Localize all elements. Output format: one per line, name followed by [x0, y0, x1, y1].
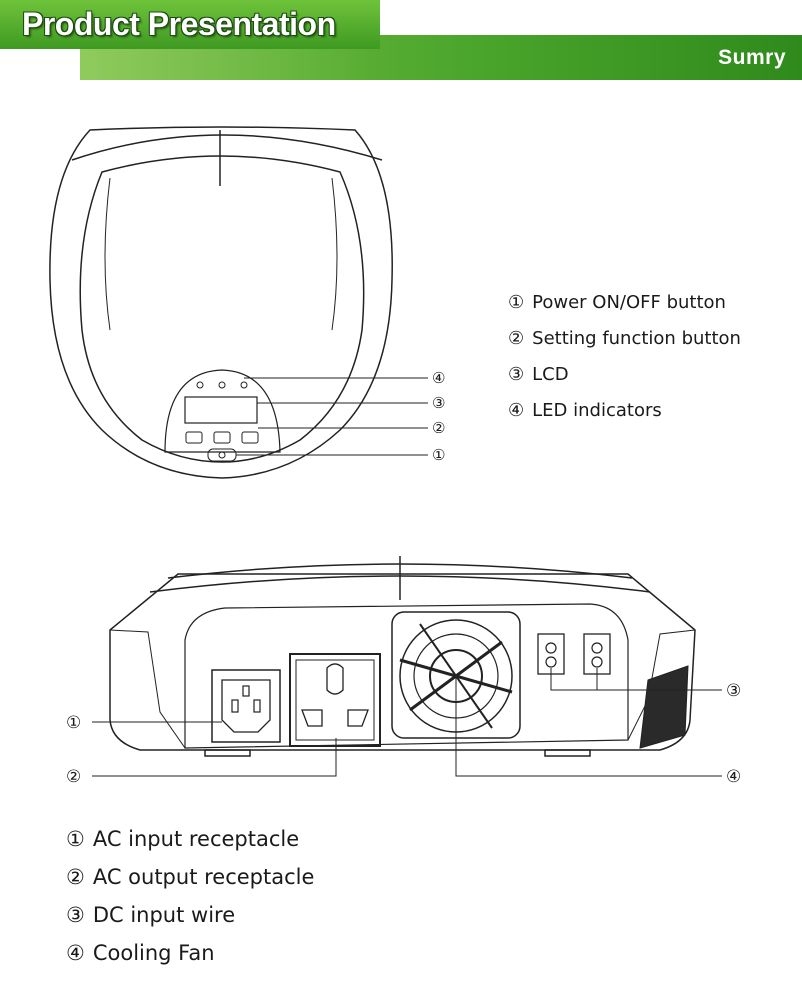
- header-banner: Product Presentation Sumry: [0, 0, 802, 80]
- top-callout-3: ③: [432, 394, 445, 412]
- legend-item-ac-input: ① AC input receptacle: [66, 820, 314, 858]
- legend-item-setting-button: ② Setting function button: [508, 320, 741, 356]
- top-view-leaders: [236, 377, 428, 456]
- back-callout-4: ④: [726, 767, 741, 787]
- legend-number: ③: [66, 903, 85, 927]
- legend-label: Cooling Fan: [92, 941, 215, 965]
- top-view-legend: ① Power ON/OFF button ② Setting function…: [508, 284, 741, 428]
- legend-number: ④: [508, 399, 525, 421]
- page-title-box: Product Presentation: [0, 0, 380, 49]
- legend-number: ③: [508, 363, 525, 385]
- legend-item-led-indicators: ④ LED indicators: [508, 392, 741, 428]
- top-callout-2: ②: [432, 419, 445, 437]
- legend-number: ②: [66, 865, 85, 889]
- legend-number: ①: [508, 291, 525, 313]
- legend-label: AC output receptacle: [92, 865, 315, 889]
- legend-label: DC input wire: [92, 903, 236, 927]
- side-vent: [639, 665, 689, 749]
- back-view-legend: ① AC input receptacle ② AC output recept…: [66, 820, 314, 972]
- legend-label: Power ON/OFF button: [532, 291, 726, 313]
- brand-logo: Sumry: [718, 46, 786, 69]
- back-callout-3: ③: [726, 681, 741, 701]
- page-title: Product Presentation: [22, 6, 336, 42]
- legend-number: ①: [66, 827, 85, 851]
- back-callout-2: ②: [66, 767, 81, 787]
- legend-item-ac-output: ② AC output receptacle: [66, 858, 314, 896]
- back-callout-1: ①: [66, 713, 81, 733]
- legend-number: ④: [66, 941, 85, 965]
- top-callout-4: ④: [432, 369, 445, 387]
- legend-item-cooling-fan: ④ Cooling Fan: [66, 934, 314, 972]
- legend-label: Setting function button: [532, 327, 741, 349]
- legend-number: ②: [508, 327, 525, 349]
- legend-item-dc-input: ③ DC input wire: [66, 896, 314, 934]
- legend-label: LED indicators: [532, 399, 662, 421]
- back-view-leaders: [92, 668, 722, 777]
- legend-label: AC input receptacle: [92, 827, 300, 851]
- top-callout-1: ①: [432, 446, 445, 464]
- back-view-drawing: [109, 556, 696, 757]
- legend-label: LCD: [532, 363, 569, 385]
- header-band-highlight: [80, 49, 380, 80]
- legend-item-power-button: ① Power ON/OFF button: [508, 284, 741, 320]
- top-view-drawing: [49, 126, 393, 479]
- legend-item-lcd: ③ LCD: [508, 356, 741, 392]
